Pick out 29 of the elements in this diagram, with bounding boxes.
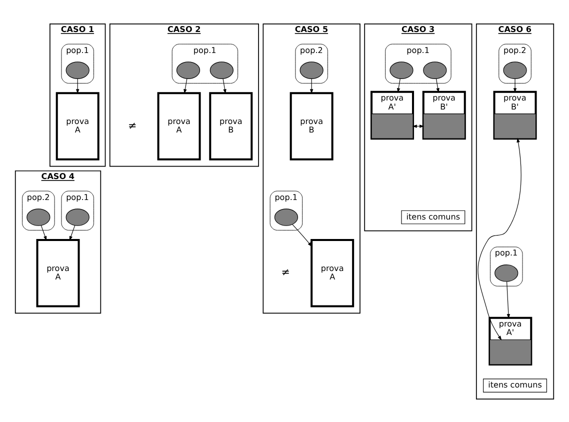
arrow (222, 78, 226, 94)
node-box (371, 113, 414, 138)
node-circle (66, 61, 90, 78)
label: ≠ (128, 119, 137, 132)
arrow (69, 224, 76, 240)
arrow (478, 137, 522, 340)
arrow (436, 78, 440, 92)
node-circle (26, 208, 50, 226)
node-circle (66, 208, 90, 226)
node-circle (300, 61, 324, 78)
node-circle (176, 61, 200, 78)
node-circle (423, 61, 447, 78)
arrow (184, 78, 188, 94)
arrow (76, 78, 80, 94)
arrow (40, 224, 47, 240)
label: ≠ (281, 266, 290, 278)
node-circle (390, 61, 414, 78)
arrow (506, 280, 510, 318)
arrow (396, 78, 400, 92)
arrow (513, 78, 517, 92)
node-box (494, 113, 536, 138)
node-circle (503, 61, 527, 78)
arrow (292, 224, 312, 246)
node-box (423, 113, 466, 138)
node-circle (210, 61, 234, 78)
node-circle (274, 208, 298, 226)
node-circle (494, 264, 518, 282)
node-box (489, 338, 532, 364)
arrow (310, 78, 314, 94)
